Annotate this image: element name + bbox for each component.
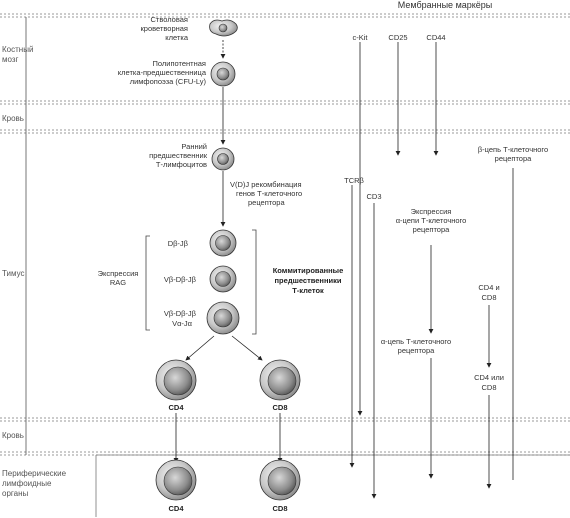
- early-precursor-cell: [211, 147, 235, 171]
- marker-alpha-expr-2: α-цепи Т-клеточного: [396, 216, 467, 225]
- vj-label-1: Vβ-Dβ-Jβ: [164, 309, 197, 318]
- zone-thymus: Тимус: [2, 269, 25, 278]
- marker-arrows: [349, 42, 514, 499]
- marker-cd4-and-cd8-2: CD8: [481, 293, 496, 302]
- marker-cd4-and-cd8-1: CD4 и: [478, 283, 499, 292]
- progenitor-cell: [210, 61, 236, 87]
- zone-blood-1: Кровь: [2, 114, 24, 123]
- early-label-1: Ранний: [181, 142, 207, 151]
- recombination-label-2: генов Т-клеточного: [236, 189, 302, 198]
- cd8-label: CD8: [272, 403, 287, 412]
- zone-bone-marrow-2: мозг: [2, 55, 19, 64]
- marker-beta-chain-1: β-цепь Т-клеточного: [478, 145, 548, 154]
- stem-label-2: кроветворная: [141, 24, 189, 33]
- cd4-label: CD4: [168, 403, 184, 412]
- cd4-cell-peripheral: [155, 459, 197, 501]
- committed-label-2: предшественники: [275, 276, 342, 285]
- committed-cell-vdj: [209, 265, 237, 293]
- marker-cd25: CD25: [388, 33, 407, 42]
- marker-alpha-expr-3: рецептора: [413, 225, 450, 234]
- zone-peripheral-1: Периферические: [2, 469, 67, 478]
- marker-alpha-chain-2: рецептора: [398, 346, 435, 355]
- committed-bracket: [252, 229, 257, 335]
- early-label-2: предшественник: [149, 151, 208, 160]
- cd8-cell-thymus: [259, 359, 301, 401]
- peripheral-bracket: [95, 454, 570, 517]
- committed-label-1: Коммитированные: [273, 266, 344, 275]
- zone-peripheral-3: органы: [2, 489, 29, 498]
- zone-peripheral-2: лимфоидные: [2, 479, 52, 488]
- early-label-3: Т-лимфоцитов: [156, 160, 207, 169]
- marker-alpha-expr-1: Экспрессия: [411, 207, 452, 216]
- progenitor-label-1: Полипотентная: [152, 59, 206, 68]
- progenitor-label-3: лимфопоэза (CFU-Ly): [130, 77, 207, 86]
- committed-label-3: Т-клеток: [292, 286, 324, 295]
- rag-label-2: RAG: [110, 278, 126, 287]
- progenitor-label-2: клетка-предшественница: [118, 68, 207, 77]
- marker-cd3: CD3: [366, 192, 381, 201]
- stem-label-3: клетка: [165, 33, 189, 42]
- stem-cell: [209, 19, 238, 37]
- vj-label-2: Vα-Jα: [172, 319, 193, 328]
- rag-bracket: [145, 235, 150, 331]
- markers-header: Мембранные маркёры: [398, 0, 492, 10]
- zone-bone-marrow-1: Костный: [2, 45, 33, 54]
- cd8-cell-peripheral: [259, 459, 301, 501]
- marker-tcrb: TCRβ: [344, 176, 364, 185]
- marker-beta-chain-2: рецептора: [495, 154, 532, 163]
- rag-label-1: Экспрессия: [98, 269, 139, 278]
- arrow-to-cd4: [185, 335, 215, 361]
- cd8-peripheral-label: CD8: [272, 504, 287, 513]
- arrow-to-cd8: [231, 335, 263, 361]
- stem-label-1: Стволовая: [150, 15, 188, 24]
- dj-label: Dβ-Jβ: [168, 239, 189, 248]
- recombination-label-1: V(D)J рекомбинация: [230, 180, 302, 189]
- marker-ckit: c-Kit: [353, 33, 369, 42]
- zone-blood-2: Кровь: [2, 431, 24, 440]
- marker-alpha-chain-1: α-цепь Т-клеточного: [381, 337, 451, 346]
- cd4-cell-thymus: [155, 359, 197, 401]
- recombination-label-3: рецептора: [248, 198, 285, 207]
- marker-cd44: CD44: [426, 33, 445, 42]
- marker-cd4-or-cd8-1: CD4 или: [474, 373, 504, 382]
- committed-cell-vj: [206, 301, 240, 335]
- marker-cd4-or-cd8-2: CD8: [481, 383, 496, 392]
- committed-cell-dj: [209, 229, 237, 257]
- vdj-label: Vβ-Dβ-Jβ: [164, 275, 197, 284]
- cd4-peripheral-label: CD4: [168, 504, 184, 513]
